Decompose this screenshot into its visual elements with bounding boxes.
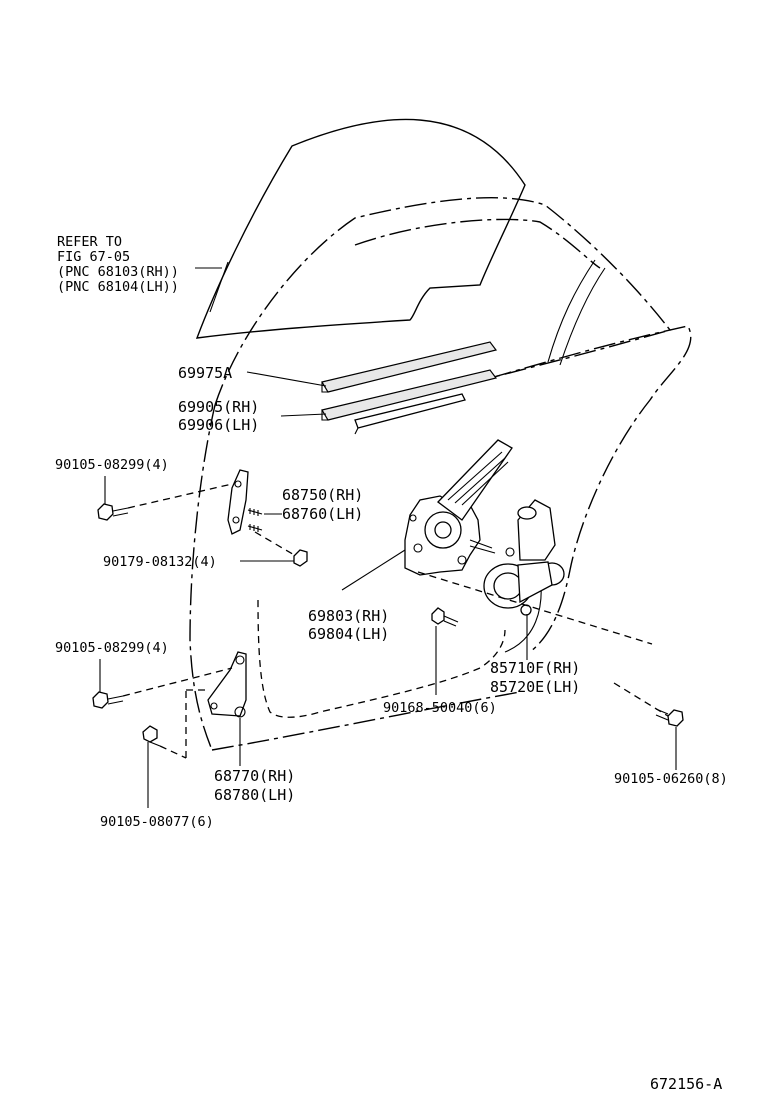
hinge-bracket-lower [207, 651, 247, 718]
label-68750: 68750(RH) [282, 486, 363, 504]
window-motor [483, 499, 565, 616]
bolt-90105-08299-a [97, 503, 129, 521]
label-68770: 68770(RH) [214, 767, 295, 785]
label-85710F: 85710F(RH) [490, 659, 580, 677]
label-69803: 69803(RH) [308, 607, 389, 625]
label-90179-08132: 90179-08132(4) [103, 554, 217, 570]
refer-note-line2: FIG 67-05 [57, 249, 130, 265]
label-68760: 68760(LH) [282, 505, 363, 523]
label-69975A: 69975A [178, 364, 232, 382]
door-glass [195, 118, 526, 339]
label-90105-08299-b: 90105-08299(4) [55, 640, 169, 656]
bolt-90105-06260 [655, 708, 684, 727]
bolt-90105-08299-b [92, 691, 124, 709]
weatherstrip-69975A [321, 341, 498, 393]
inner-panel [257, 599, 506, 718]
label-69906: 69906(LH) [178, 416, 259, 434]
label-68780: 68780(LH) [214, 786, 295, 804]
figure-id: 672156-A [650, 1075, 722, 1093]
label-90105-06260: 90105-06260(8) [614, 771, 728, 787]
label-69804: 69804(LH) [308, 625, 389, 643]
label-90168-50040: 90168-50040(6) [383, 700, 497, 716]
label-90105-08299-a: 90105-08299(4) [55, 457, 169, 473]
refer-note-line3: (PNC 68103(RH)) [57, 264, 179, 280]
label-90105-08077: 90105-08077(6) [100, 814, 214, 830]
label-85720E: 85720E(LH) [490, 678, 580, 696]
door-outline [214, 197, 672, 406]
label-69905: 69905(RH) [178, 398, 259, 416]
nut-90179-08132 [293, 549, 308, 567]
window-regulator [404, 439, 513, 576]
hinge-bracket-upper [227, 469, 263, 535]
run-channel-69905 [321, 369, 498, 421]
refer-note-line4: (PNC 68104(LH)) [57, 279, 179, 295]
refer-note-line1: REFER TO [57, 234, 122, 250]
leader-lines [99, 267, 677, 808]
bolt-90105-08077 [142, 725, 161, 747]
bolt-90168-50040 [431, 607, 459, 627]
